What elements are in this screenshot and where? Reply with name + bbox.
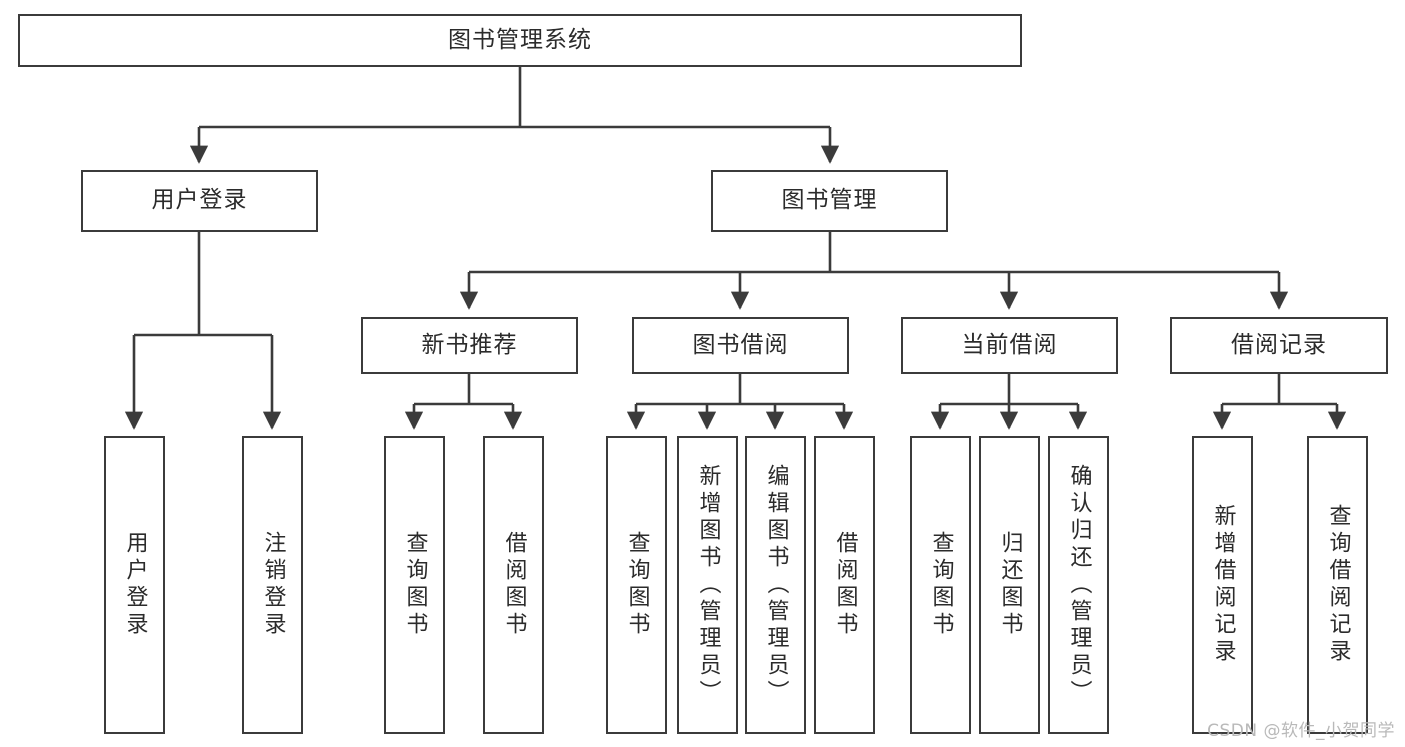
node-borrow-record-label: 借阅记录 — [1231, 331, 1327, 358]
node-leaf-query-book-1-label: 查询图书 — [402, 531, 428, 639]
node-book-manage-label: 图书管理 — [781, 187, 878, 214]
node-leaf-add-book[interactable]: 新增图书（管理员） — [677, 436, 738, 734]
node-leaf-query-book-3[interactable]: 查询图书 — [910, 436, 971, 734]
node-book-manage[interactable]: 图书管理 — [711, 170, 948, 232]
node-leaf-query-record-label: 查询借阅记录 — [1325, 504, 1351, 666]
node-borrow-record[interactable]: 借阅记录 — [1170, 317, 1388, 374]
node-leaf-query-book-2-label: 查询图书 — [624, 531, 650, 639]
node-current-borrow-label: 当前借阅 — [961, 331, 1058, 358]
node-leaf-logout-login[interactable]: 注销登录 — [242, 436, 303, 734]
node-leaf-query-book-3-label: 查询图书 — [928, 531, 954, 639]
watermark-text: CSDN @软件_小贺同学 — [1207, 721, 1395, 741]
node-book-borrow-label: 图书借阅 — [692, 331, 789, 358]
node-root[interactable]: 图书管理系统 — [18, 14, 1022, 67]
node-book-borrow[interactable]: 图书借阅 — [632, 317, 849, 374]
node-root-label: 图书管理系统 — [448, 26, 592, 53]
node-new-book-recommend-label: 新书推荐 — [421, 331, 518, 358]
node-leaf-return-book-label: 归还图书 — [997, 531, 1023, 639]
node-leaf-add-record[interactable]: 新增借阅记录 — [1192, 436, 1253, 734]
node-leaf-confirm-return-label: 确认归还（管理员） — [1066, 463, 1092, 707]
node-leaf-add-book-label: 新增图书（管理员） — [695, 463, 721, 707]
node-leaf-borrow-book-2[interactable]: 借阅图书 — [814, 436, 875, 734]
node-leaf-confirm-return[interactable]: 确认归还（管理员） — [1048, 436, 1109, 734]
node-current-borrow[interactable]: 当前借阅 — [901, 317, 1118, 374]
node-leaf-user-login-label: 用户登录 — [122, 531, 148, 639]
node-user-login-label: 用户登录 — [151, 187, 248, 214]
node-leaf-return-book[interactable]: 归还图书 — [979, 436, 1040, 734]
node-leaf-query-book-2[interactable]: 查询图书 — [606, 436, 667, 734]
node-leaf-logout-login-label: 注销登录 — [260, 531, 286, 639]
node-leaf-add-record-label: 新增借阅记录 — [1210, 504, 1236, 666]
node-leaf-user-login[interactable]: 用户登录 — [104, 436, 165, 734]
node-leaf-query-book-1[interactable]: 查询图书 — [384, 436, 445, 734]
node-leaf-query-record[interactable]: 查询借阅记录 — [1307, 436, 1368, 734]
node-leaf-borrow-book-1[interactable]: 借阅图书 — [483, 436, 544, 734]
node-new-book-recommend[interactable]: 新书推荐 — [361, 317, 578, 374]
node-leaf-edit-book[interactable]: 编辑图书（管理员） — [745, 436, 806, 734]
node-leaf-edit-book-label: 编辑图书（管理员） — [763, 463, 789, 707]
node-leaf-borrow-book-1-label: 借阅图书 — [501, 531, 527, 639]
node-leaf-borrow-book-2-label: 借阅图书 — [832, 531, 858, 639]
node-user-login[interactable]: 用户登录 — [81, 170, 318, 232]
